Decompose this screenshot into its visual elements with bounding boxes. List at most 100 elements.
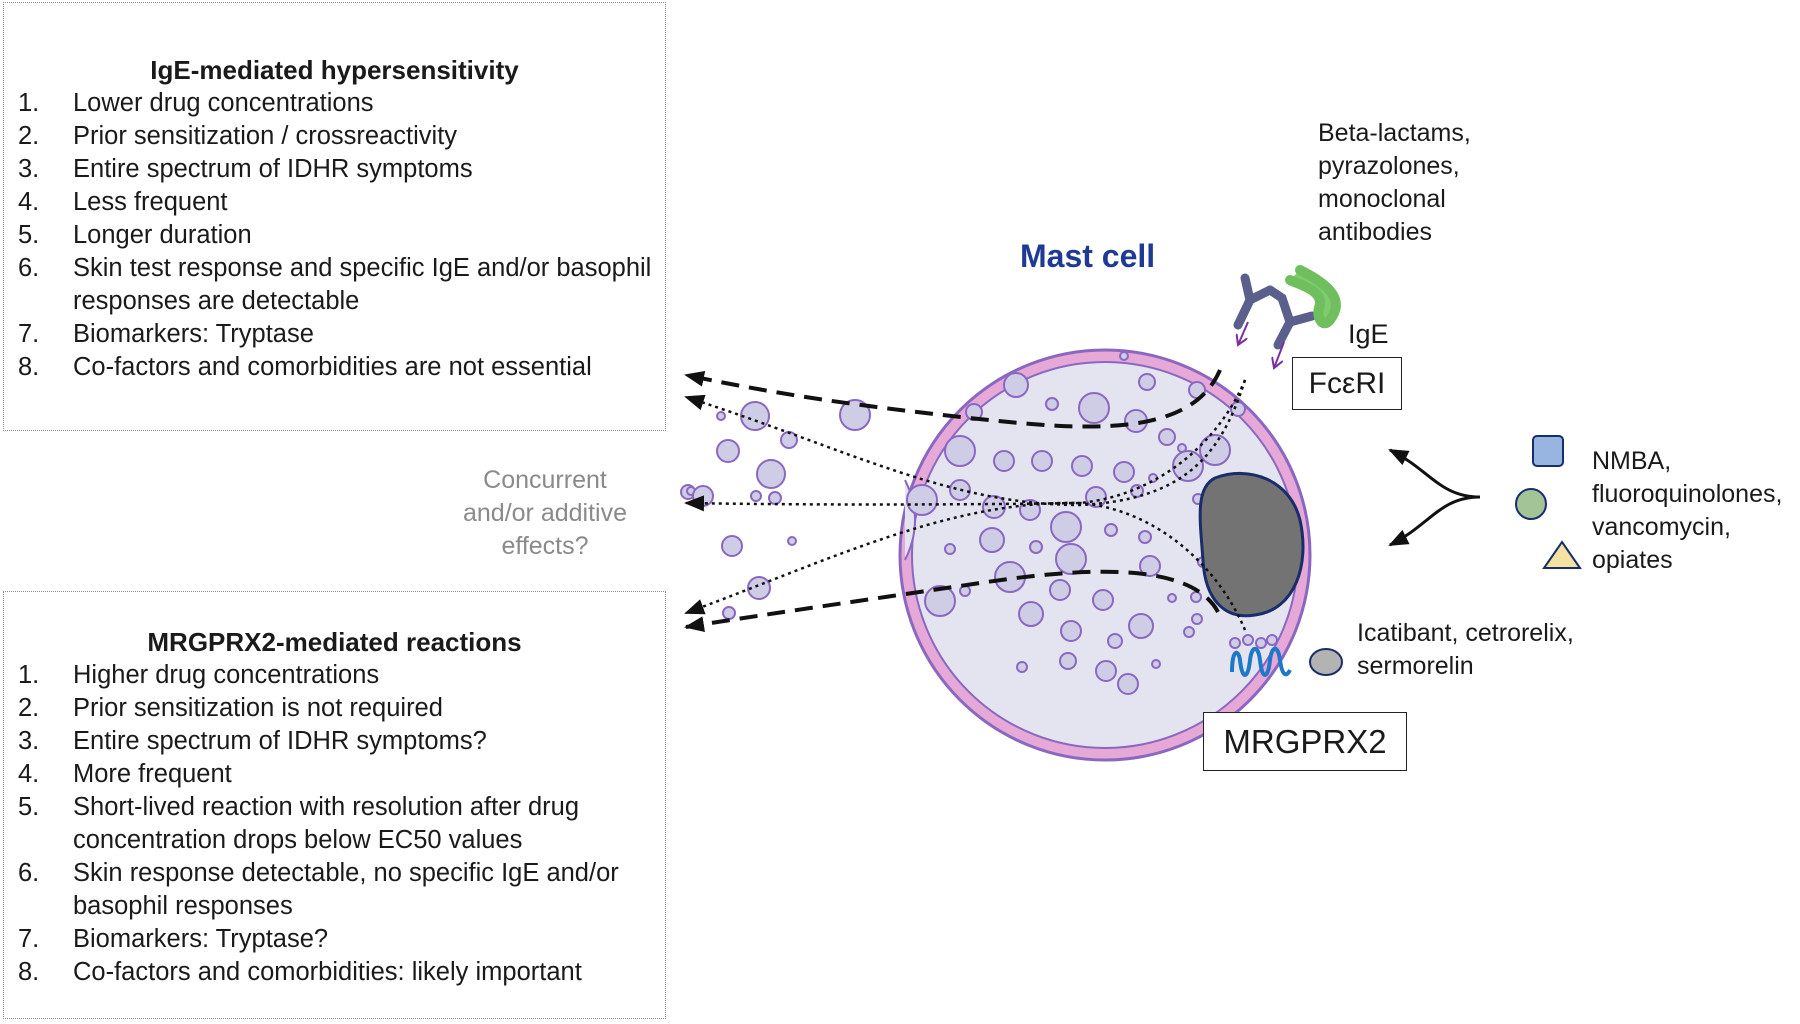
mrgprx2-receptor-icon [1230, 646, 1292, 677]
granule [1119, 351, 1129, 361]
nmba-square-icon [1532, 435, 1564, 467]
granule [906, 484, 938, 516]
nucleus [1198, 471, 1305, 618]
dotted-path-middle [684, 379, 1247, 512]
granule [716, 411, 726, 421]
receptor-granules [1229, 634, 1278, 649]
granule [982, 495, 1006, 519]
granule [1031, 450, 1053, 472]
mrgprx2-panel-title: MRGPRX2-mediated reactions [147, 627, 522, 657]
ige-drug-classes-label: Beta-lactams, pyrazolones, monoclonal an… [1318, 119, 1471, 246]
ige-label: IgE [1348, 319, 1389, 349]
ige-panel-title: IgE-mediated hypersensitivity [150, 55, 519, 85]
granule [1104, 523, 1118, 537]
granule [1003, 372, 1029, 398]
granule [1018, 601, 1044, 627]
granule [716, 439, 740, 463]
granule [1151, 659, 1161, 669]
list-item: 5.Short-lived reaction with resolution a… [18, 793, 580, 854]
granule [1078, 392, 1110, 424]
granule [1191, 613, 1203, 625]
mrgprx2-reactions-panel: MRGPRX2-mediated reactions 1.Higher drug… [3, 591, 666, 1019]
granule [949, 479, 971, 501]
mrgprx2-label: MRGPRX2 [1203, 712, 1407, 771]
receptor-arrow-2 [1274, 341, 1285, 368]
list-item: 8.Co-factors and comorbidities: likely i… [18, 958, 582, 986]
concurrent-effects-label: Concurrent and/or additive effects? [462, 466, 627, 560]
small-molecule-drugs-label: NMBA, fluoroquinolones, vancomycin, opia… [1592, 447, 1783, 574]
granule [1050, 511, 1082, 543]
list-item: 3.Entire spectrum of IDHR symptoms? [18, 727, 487, 755]
granule [944, 543, 956, 555]
fluoroquinolone-circle-icon [1515, 488, 1547, 520]
granule [979, 527, 1005, 553]
receptor-arrow-1 [1238, 321, 1249, 345]
granule [787, 536, 797, 546]
granule [692, 485, 714, 507]
granule [993, 450, 1015, 472]
granule [721, 535, 743, 557]
peptide-drugs-label: Icatibant, cetrorelix, sermorelin [1357, 619, 1574, 680]
peptide-icon [1309, 648, 1343, 676]
branch-arrow-upper [1388, 448, 1481, 499]
list-item: 6.Skin test response and specific IgE an… [18, 254, 652, 315]
granule [1190, 591, 1202, 603]
granule [1158, 428, 1176, 446]
granule [1199, 434, 1231, 466]
granule [1128, 613, 1154, 639]
granule [1117, 673, 1139, 695]
list-item: 6.Skin response detectable, no specific … [18, 859, 619, 920]
granule [1107, 633, 1123, 649]
list-item: 2.Prior sensitization is not required [18, 694, 443, 722]
branch-arrow-lower [1388, 495, 1481, 547]
granule [768, 491, 782, 505]
granule [1139, 555, 1161, 577]
granule [1172, 450, 1204, 482]
list-item: 4.Less frequent [18, 188, 228, 216]
mrgprx2-signal-arrow [684, 569, 1220, 633]
granule [1092, 589, 1114, 611]
granule [839, 399, 871, 431]
granule [1183, 626, 1195, 638]
list-item: 7.Biomarkers: Tryptase [18, 320, 314, 348]
granule [1085, 486, 1107, 508]
granule [1167, 593, 1177, 603]
granule [750, 490, 762, 502]
list-item: 3.Entire spectrum of IDHR symptoms [18, 155, 473, 183]
list-item: 1.Lower drug concentrations [18, 89, 374, 117]
list-item: 4.More frequent [18, 760, 232, 788]
granule [740, 401, 770, 431]
granule [1029, 540, 1043, 554]
granule [1060, 620, 1082, 642]
intracellular-granules [906, 351, 1246, 695]
granule [1071, 455, 1093, 477]
granule [1138, 373, 1156, 391]
granule [1055, 543, 1087, 575]
drug-antigen-icon [1285, 265, 1341, 329]
granule [1113, 461, 1135, 483]
list-item: 8.Co-factors and comorbidities are not e… [18, 353, 592, 381]
mrgprx2-feature-list: 1.Higher drug concentrations 2.Prior sen… [18, 659, 655, 989]
list-item: 5.Longer duration [18, 221, 252, 249]
list-item: 2.Prior sensitization / crossreactivity [18, 122, 458, 150]
ige-antibody-icon [1233, 273, 1317, 350]
released-granules [680, 399, 871, 620]
granule [722, 606, 736, 620]
granule [1016, 661, 1028, 673]
fceri-label: FcεRI [1292, 357, 1402, 410]
ige-signal-arrow [684, 369, 1222, 429]
list-item: 7.Biomarkers: Tryptase? [18, 925, 329, 953]
granule [1095, 660, 1117, 682]
dotted-path-lower [684, 501, 1247, 631]
mast-cell-title: Mast cell [1020, 238, 1156, 274]
granule [756, 459, 786, 489]
granule [924, 585, 956, 617]
granule [944, 435, 976, 467]
ige-feature-list: 1.Lower drug concentrations 2.Prior sens… [18, 87, 655, 384]
granule [1045, 397, 1059, 411]
opiate-triangle-icon [1542, 540, 1582, 569]
list-item: 1.Higher drug concentrations [18, 661, 380, 689]
ige-hypersensitivity-panel: IgE-mediated hypersensitivity 1.Lower dr… [3, 2, 666, 431]
granule [1138, 530, 1152, 544]
